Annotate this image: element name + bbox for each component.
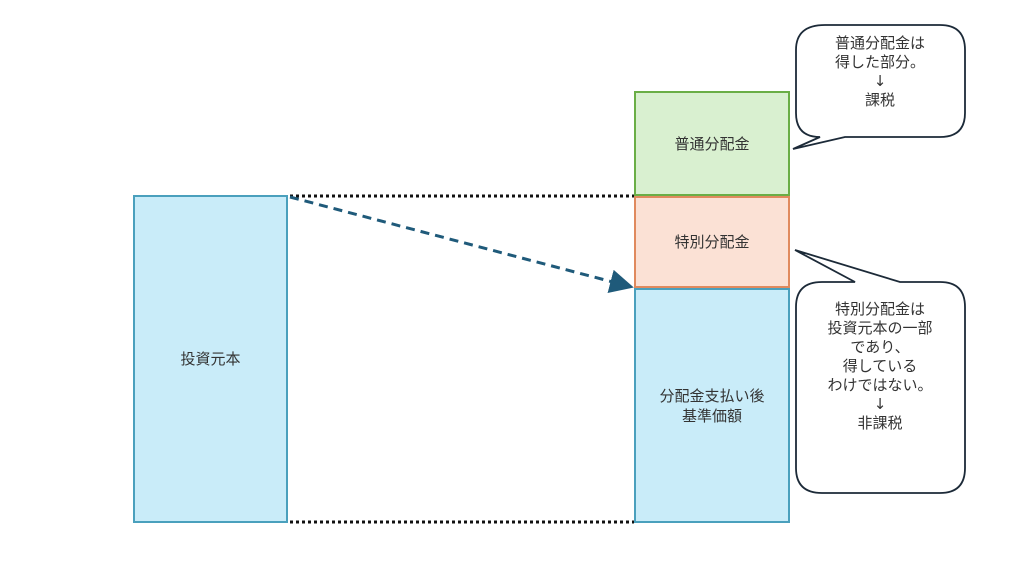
dashed-arrow bbox=[289, 195, 634, 294]
special-dividend-label: 特別分配金 bbox=[674, 233, 750, 251]
callout-ordinary-line: 普通分配金は bbox=[834, 34, 925, 52]
callout-special-line: 投資元本の一部 bbox=[827, 319, 933, 337]
nav-after-label-line2: 基準価額 bbox=[681, 406, 742, 425]
ordinary-dividend-label: 普通分配金 bbox=[674, 134, 750, 153]
down-arrow-icon: ↓ bbox=[873, 395, 887, 413]
callout-special-line: 非課税 bbox=[857, 414, 903, 432]
nav-after-dividend-box: 分配金支払い後 基準価額 bbox=[634, 288, 790, 523]
callout-special-bubble bbox=[794, 249, 966, 494]
principal-label: 投資元本 bbox=[180, 350, 241, 368]
callout-special-line: 特別分配金は bbox=[834, 300, 925, 318]
callout-special-line: わけではない。 bbox=[827, 376, 933, 394]
callout-ordinary-bubble bbox=[792, 24, 966, 150]
callout-ordinary-text: 普通分配金は 得した部分。 ↓ 課税 bbox=[800, 34, 960, 110]
callout-ordinary-line: 得した部分。 bbox=[834, 53, 925, 71]
principal-box: 投資元本 bbox=[133, 195, 288, 523]
ordinary-dividend-box: 普通分配金 bbox=[634, 91, 790, 196]
callout-ordinary-line: 課税 bbox=[864, 91, 895, 109]
nav-after-label-line1: 分配金支払い後 bbox=[659, 386, 765, 405]
callout-special-line: 得している bbox=[842, 357, 918, 375]
down-arrow-icon: ↓ bbox=[873, 72, 887, 90]
callout-special-line: であり、 bbox=[850, 338, 910, 356]
callout-special-text: 特別分配金は 投資元本の一部 であり、 得している わけではない。 ↓ 非課税 bbox=[800, 300, 960, 433]
special-dividend-box: 特別分配金 bbox=[634, 196, 790, 288]
